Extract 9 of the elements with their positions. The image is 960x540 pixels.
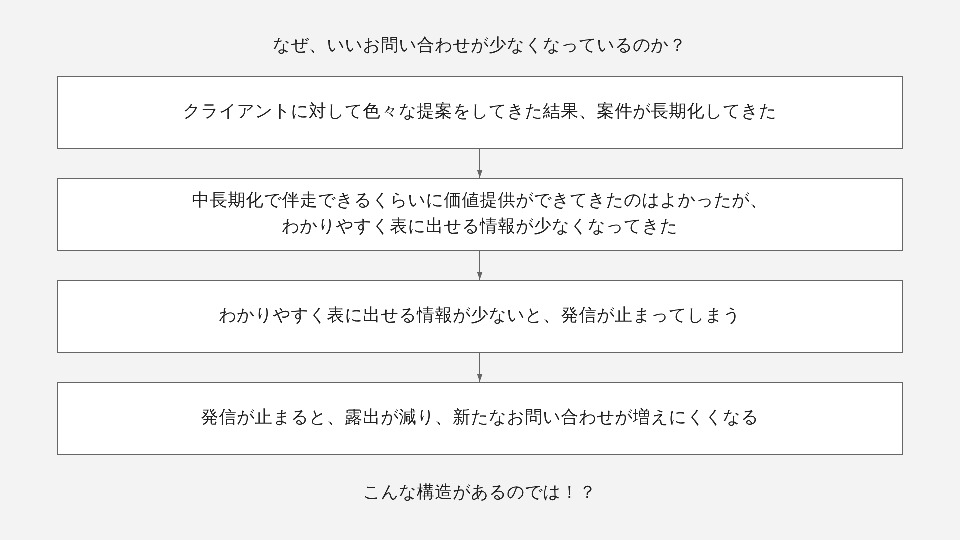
statement-box: 発信が止まると、露出が減り、新たなお問い合わせが増えにくくなる bbox=[57, 382, 903, 455]
statement-box: クライアントに対して色々な提案をしてきた結果、案件が長期化してきた bbox=[57, 76, 903, 149]
arrow bbox=[477, 250, 483, 280]
statement-box: 中長期化で伴走できるくらいに価値提供ができてきたのはよかったが、わかりやすく表に出せる情報が少なくなってきた bbox=[57, 178, 903, 251]
caption: こんな構造があるのでは！？ bbox=[363, 482, 597, 505]
title: なぜ、いいお問い合わせが少なくなっているのか？ bbox=[273, 35, 687, 58]
arrow bbox=[477, 148, 483, 178]
statement-box: わかりやすく表に出せる情報が少ないと、発信が止まってしまう bbox=[57, 280, 903, 353]
arrow bbox=[477, 352, 483, 382]
